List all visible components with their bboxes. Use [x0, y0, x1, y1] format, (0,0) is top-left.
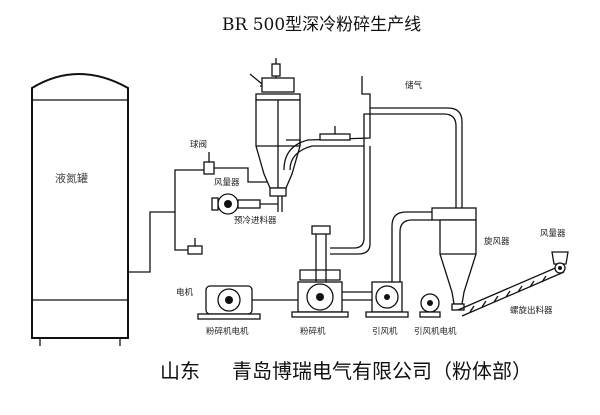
crusher-motor: 粉碎机电机 [197, 285, 298, 337]
crusher: 粉碎机 [291, 281, 349, 337]
feeder-valve [187, 238, 203, 255]
screw-conveyor: 螺旋出料器 [457, 265, 565, 317]
footer-region: 山东 [160, 359, 200, 383]
left-rotary-feeder: 风量器 预冷进料器 [211, 178, 278, 226]
induced-fan: 引风机 [365, 281, 409, 337]
fan-motor: 引风机电机 [414, 293, 457, 337]
ball-valve: 球阀 [190, 139, 215, 175]
screw-conveyor-label: 螺旋出料器 [510, 305, 553, 316]
left-feeder-label: 风量器 [214, 178, 240, 188]
fan-motor-label: 引风机电机 [414, 326, 457, 337]
crusher-feed-pipe [315, 226, 327, 288]
precool-hopper [249, 58, 301, 212]
right-rotary-feeder: 风量器 [540, 229, 569, 274]
nitrogen-feed-pipe [128, 169, 206, 273]
hopper-top-pipe [283, 107, 463, 218]
ball-valve-label: 球阀 [190, 139, 207, 150]
cyclone-label: 旋风器 [484, 236, 510, 247]
crusher-label: 粉碎机 [300, 326, 326, 337]
precool-bin-label: 预冷进料器 [234, 215, 277, 226]
footer-company: 青岛博瑞电气有限公司（粉体部） [232, 359, 532, 383]
liquid-nitrogen-tank: 液氮罐 [31, 73, 129, 346]
tank-label: 液氮罐 [55, 171, 88, 185]
cyclone-separator: 旋风器 [431, 207, 510, 311]
top-right-pipe-label: 储气 [405, 80, 423, 91]
diagram-title: BR 500型深冷粉碎生产线 [222, 15, 421, 35]
crusher-motor-label: 粉碎机电机 [206, 326, 249, 337]
motor-label: 电机 [176, 287, 194, 298]
right-feeder-label: 风量器 [540, 229, 566, 239]
fan-label: 引风机 [372, 326, 398, 337]
